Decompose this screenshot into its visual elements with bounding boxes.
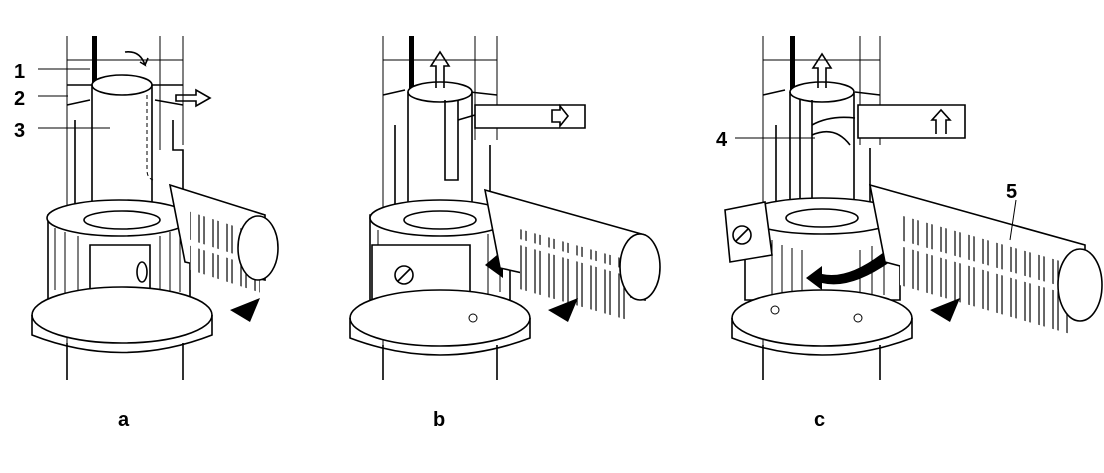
callout-label-3: 3 xyxy=(14,120,25,142)
panel-a-figure xyxy=(31,36,279,380)
callout-label-4: 4 xyxy=(716,129,728,151)
panel-caption-c: c xyxy=(814,409,825,431)
panel-c-figure xyxy=(724,36,1103,380)
panel-caption-b: b xyxy=(433,409,445,431)
callout-label-1: 1 xyxy=(14,61,25,83)
panel-b-figure xyxy=(349,36,661,380)
callout-label-2: 2 xyxy=(14,88,25,110)
callout-labels: 1 2 3 4 5 xyxy=(14,61,1017,203)
panel-captions: a b c xyxy=(118,409,825,431)
panel-caption-a: a xyxy=(118,409,130,431)
callout-label-5: 5 xyxy=(1006,181,1017,203)
